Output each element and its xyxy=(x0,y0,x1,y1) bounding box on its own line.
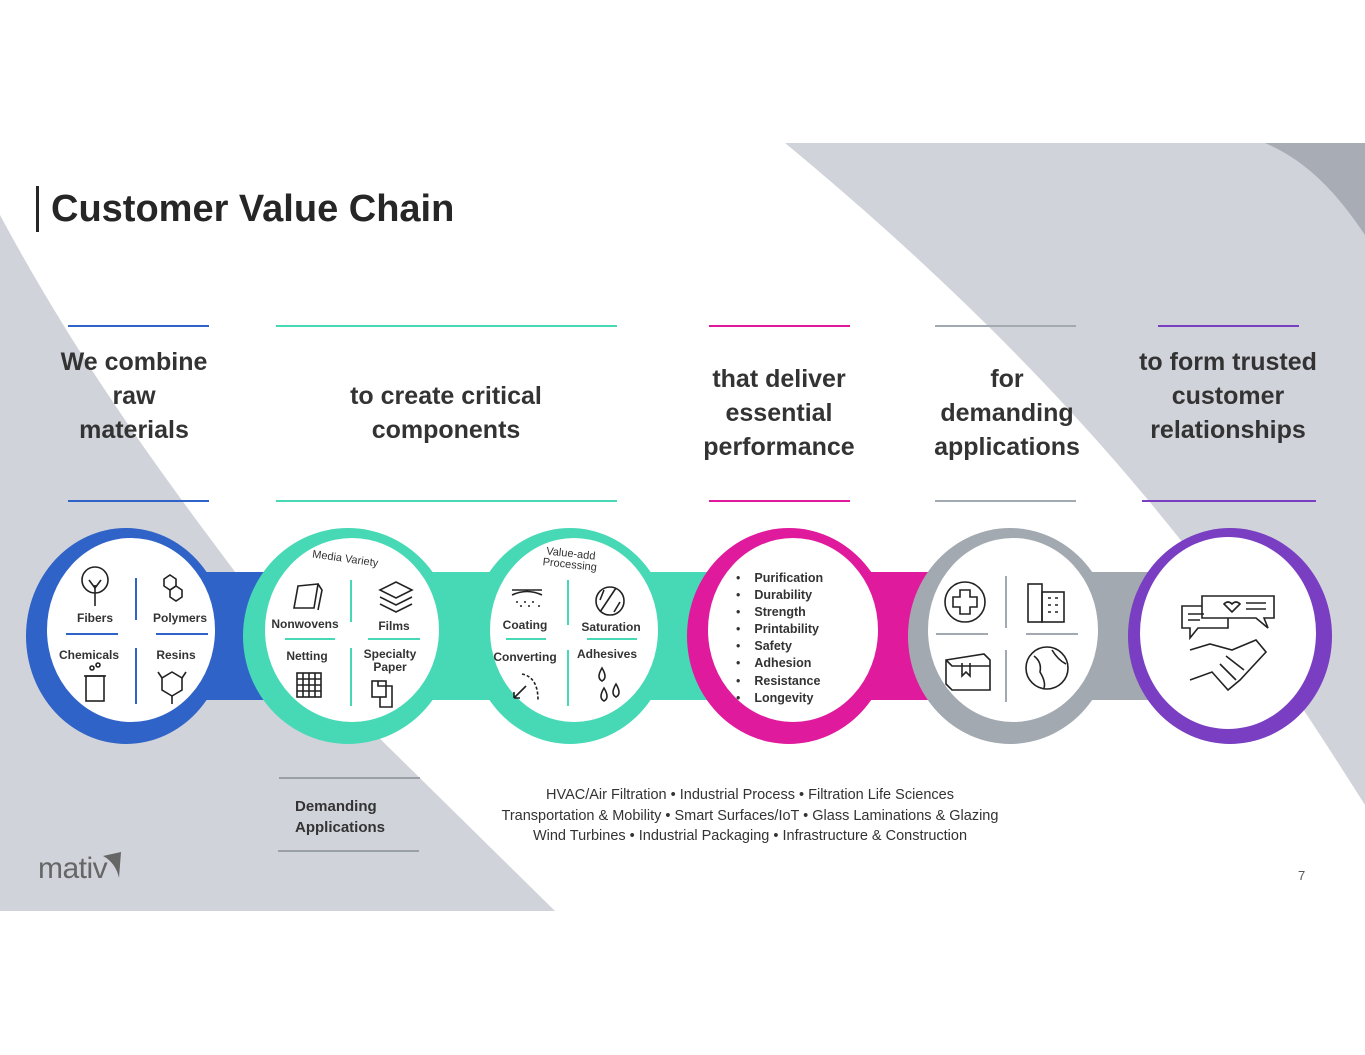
package-icon xyxy=(945,653,991,691)
applications-rule-top xyxy=(279,777,420,779)
heading-line: relationships xyxy=(1150,416,1306,444)
column-rule-top xyxy=(1158,325,1299,327)
drops-icon xyxy=(598,666,620,702)
logo-text: mativ xyxy=(38,852,108,885)
column-rule-top xyxy=(68,325,209,327)
list-item: Longevity xyxy=(736,690,823,707)
heading-line: essential xyxy=(725,399,833,427)
heading-line: that deliver xyxy=(712,365,846,393)
circle-relationships xyxy=(1128,528,1332,744)
column-rule-bottom xyxy=(1142,500,1316,502)
column-rule-bottom xyxy=(276,500,617,502)
label-line: Applications xyxy=(295,819,386,836)
heading-line: components xyxy=(371,416,521,444)
heading-raw-materials: We combine raw materials xyxy=(34,345,234,447)
column-rule-bottom xyxy=(935,500,1076,502)
column-rule-top xyxy=(935,325,1076,327)
list-item: Adhesion xyxy=(736,655,823,672)
logo-swoosh-icon xyxy=(103,852,122,878)
globe-icon xyxy=(1025,646,1069,690)
page-title: Customer Value Chain xyxy=(36,186,454,232)
applications-line: Transportation & Mobility • Smart Surfac… xyxy=(501,807,999,824)
buildings-icon xyxy=(1027,583,1065,623)
tree-icon xyxy=(81,566,109,606)
heading-line: performance xyxy=(703,433,855,461)
converting-icon xyxy=(513,673,539,701)
netting-icon xyxy=(296,672,322,698)
heading-line: We combine xyxy=(60,348,208,376)
coating-icon xyxy=(511,589,543,607)
applications-rule-bottom xyxy=(278,850,419,852)
medical-cross-icon xyxy=(944,581,986,623)
heading-essential-performance: that deliver essential performance xyxy=(679,362,879,464)
list-item: Durability xyxy=(736,587,823,604)
list-item: Purification xyxy=(736,570,823,587)
circle-raw-materials xyxy=(26,528,226,744)
resin-structure-icon xyxy=(157,671,187,704)
applications-list: HVAC/Air Filtration • Industrial Process… xyxy=(440,785,1060,847)
item-polymers: Polymers xyxy=(152,611,208,625)
item-converting: Converting xyxy=(493,650,557,664)
list-item: Printability xyxy=(736,621,823,638)
heading-line: materials xyxy=(79,416,189,444)
list-item: Resistance xyxy=(736,673,823,690)
item-resins: Resins xyxy=(156,648,196,662)
handshake-icon xyxy=(1189,639,1268,692)
item-specialty-paper: Specialty Paper xyxy=(363,647,417,674)
column-rule-bottom xyxy=(709,500,850,502)
list-item: Safety xyxy=(736,638,823,655)
layers-icon xyxy=(378,581,414,613)
paper-icon xyxy=(371,680,393,708)
heading-trusted-relationships: to form trusted customer relationships xyxy=(1118,345,1338,447)
item-coating: Coating xyxy=(502,618,548,632)
label-line: Demanding xyxy=(295,798,377,815)
item-nonwovens: Nonwovens xyxy=(271,617,339,631)
performance-list: Purification Durability Strength Printab… xyxy=(736,570,823,707)
chat-heart-icon xyxy=(1181,595,1275,641)
heading-line: to create critical xyxy=(350,382,542,410)
item-saturation: Saturation xyxy=(581,620,641,634)
applications-line: HVAC/Air Filtration • Industrial Process… xyxy=(546,787,954,803)
item-films: Films xyxy=(378,619,410,633)
heading-line: demanding xyxy=(940,399,1074,427)
item-adhesives: Adhesives xyxy=(576,647,638,661)
beaker-icon xyxy=(84,662,106,702)
heading-critical-components: to create critical components xyxy=(296,379,596,447)
column-rule-bottom xyxy=(68,500,209,502)
demanding-applications-label: Demanding Applications xyxy=(295,796,385,838)
page-number: 7 xyxy=(1298,868,1306,883)
heading-line: for xyxy=(990,365,1024,393)
heading-line: customer xyxy=(1171,382,1285,410)
column-rule-top xyxy=(276,325,617,327)
heading-demanding-applications: for demanding applications xyxy=(907,362,1107,464)
heading-line: to form trusted xyxy=(1139,348,1317,376)
saturation-icon xyxy=(595,586,625,616)
column-rule-top xyxy=(709,325,850,327)
item-chemicals: Chemicals xyxy=(58,648,120,662)
heading-line: raw xyxy=(112,382,156,410)
list-item: Strength xyxy=(736,604,823,621)
molecule-icon xyxy=(163,574,183,602)
circle-value-add xyxy=(470,528,670,744)
item-fibers: Fibers xyxy=(76,611,113,625)
applications-line: Wind Turbines • Industrial Packaging • I… xyxy=(532,828,968,844)
circle-applications xyxy=(908,528,1112,744)
nonwoven-sheet-icon xyxy=(293,583,323,611)
heading-line: applications xyxy=(934,433,1080,461)
item-netting: Netting xyxy=(286,649,328,663)
mativ-logo: mativ xyxy=(38,852,122,886)
